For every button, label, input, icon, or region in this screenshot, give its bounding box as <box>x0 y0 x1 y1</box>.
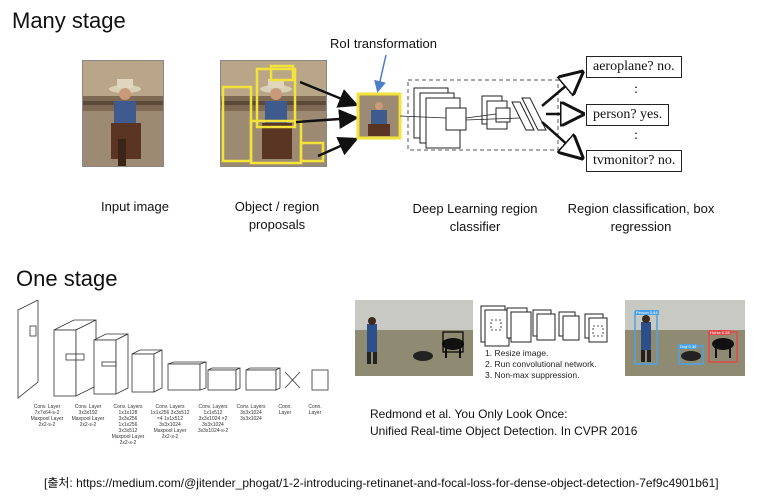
yolo-step: 2. Run convolutional network. <box>485 359 597 369</box>
yolo-input-photo <box>355 300 473 376</box>
roi-crop <box>356 92 402 140</box>
roi-transformation-label: RoI transformation <box>330 36 437 51</box>
detection-label-person: Person 0.64 <box>635 310 659 315</box>
yolo-architecture-diagram <box>17 300 329 399</box>
ellipsis-dots: : <box>634 82 638 97</box>
many-stage-title: Many stage <box>12 8 126 33</box>
source-url: [출처: https://medium.com/@jitender_phogat… <box>44 476 719 490</box>
step-label-classifier: Deep Learning region classifier <box>412 201 538 234</box>
class-output-aeroplane: aeroplane? no. <box>586 56 682 78</box>
layer-label: Conv. Layers 1x1x256 3x3x512 ×4 1x1x512 … <box>150 404 190 440</box>
yolo-steps: 1. Resize image. 2. Run convolutional ne… <box>485 348 597 381</box>
proposal-image <box>220 60 327 167</box>
many-stage-diagram <box>295 54 759 245</box>
one-stage-title: One stage <box>16 266 118 291</box>
layer-label: Conv. Layer 7x7x64-s-2 Maxpool Layer 2x2… <box>30 404 64 428</box>
input-image <box>82 60 164 167</box>
layer-label: Conv. Layers 1x1x512 3x3x1024 ×2 3x3x102… <box>197 404 229 434</box>
yolo-step: 1. Resize image. <box>485 348 549 358</box>
class-arrow <box>541 74 580 107</box>
layer-label: Conv. Layers 1x1x128 3x3x256 1x1x256 3x3… <box>111 404 145 446</box>
yolo-network-icon <box>480 305 608 347</box>
yolo-pipeline-figure: 1. Resize image. 2. Run convolutional ne… <box>355 298 747 382</box>
class-output-tvmonitor: tvmonitor? no. <box>586 150 683 172</box>
yolo-step: 3. Non-max suppression. <box>485 370 580 380</box>
proposal-arrow <box>317 136 359 158</box>
citation-line: Redmond et al. You Only Look Once: <box>370 407 568 421</box>
layer-label: Conn. Layer <box>278 404 292 416</box>
proposal-arrow <box>295 109 359 130</box>
proposal-boxes <box>221 64 325 165</box>
step-label-input: Input image <box>101 199 169 214</box>
class-arrow <box>541 121 580 156</box>
layer-label: Conv. Layers 3x3x1024 3x3x1024 <box>236 404 266 422</box>
roi-pointer-arrow <box>374 54 387 93</box>
ellipsis-dots: : <box>634 128 638 143</box>
step-label-proposals: Object / region proposals <box>234 199 320 232</box>
yolo-layer-labels: Conv. Layer 7x7x64-s-2 Maxpool Layer 2x2… <box>28 404 328 446</box>
layer-label: Conv. Layer 3x3x192 Maxpool Layer 2x2-s-… <box>71 404 105 428</box>
proposal-arrow <box>299 80 359 108</box>
detection-label-dog: Dog 0.30 <box>679 344 698 349</box>
step-label-regression: Region classification, box regression <box>567 201 715 234</box>
citation: Redmond et al. You Only Look Once: Unifi… <box>370 406 637 440</box>
layer-label: Conn. Layer <box>308 404 322 416</box>
citation-line: Unified Real-time Object Detection. In C… <box>370 424 638 438</box>
class-output-person: person? yes. <box>586 104 670 126</box>
detection-label-horse: Horse 0.28 <box>709 330 731 335</box>
